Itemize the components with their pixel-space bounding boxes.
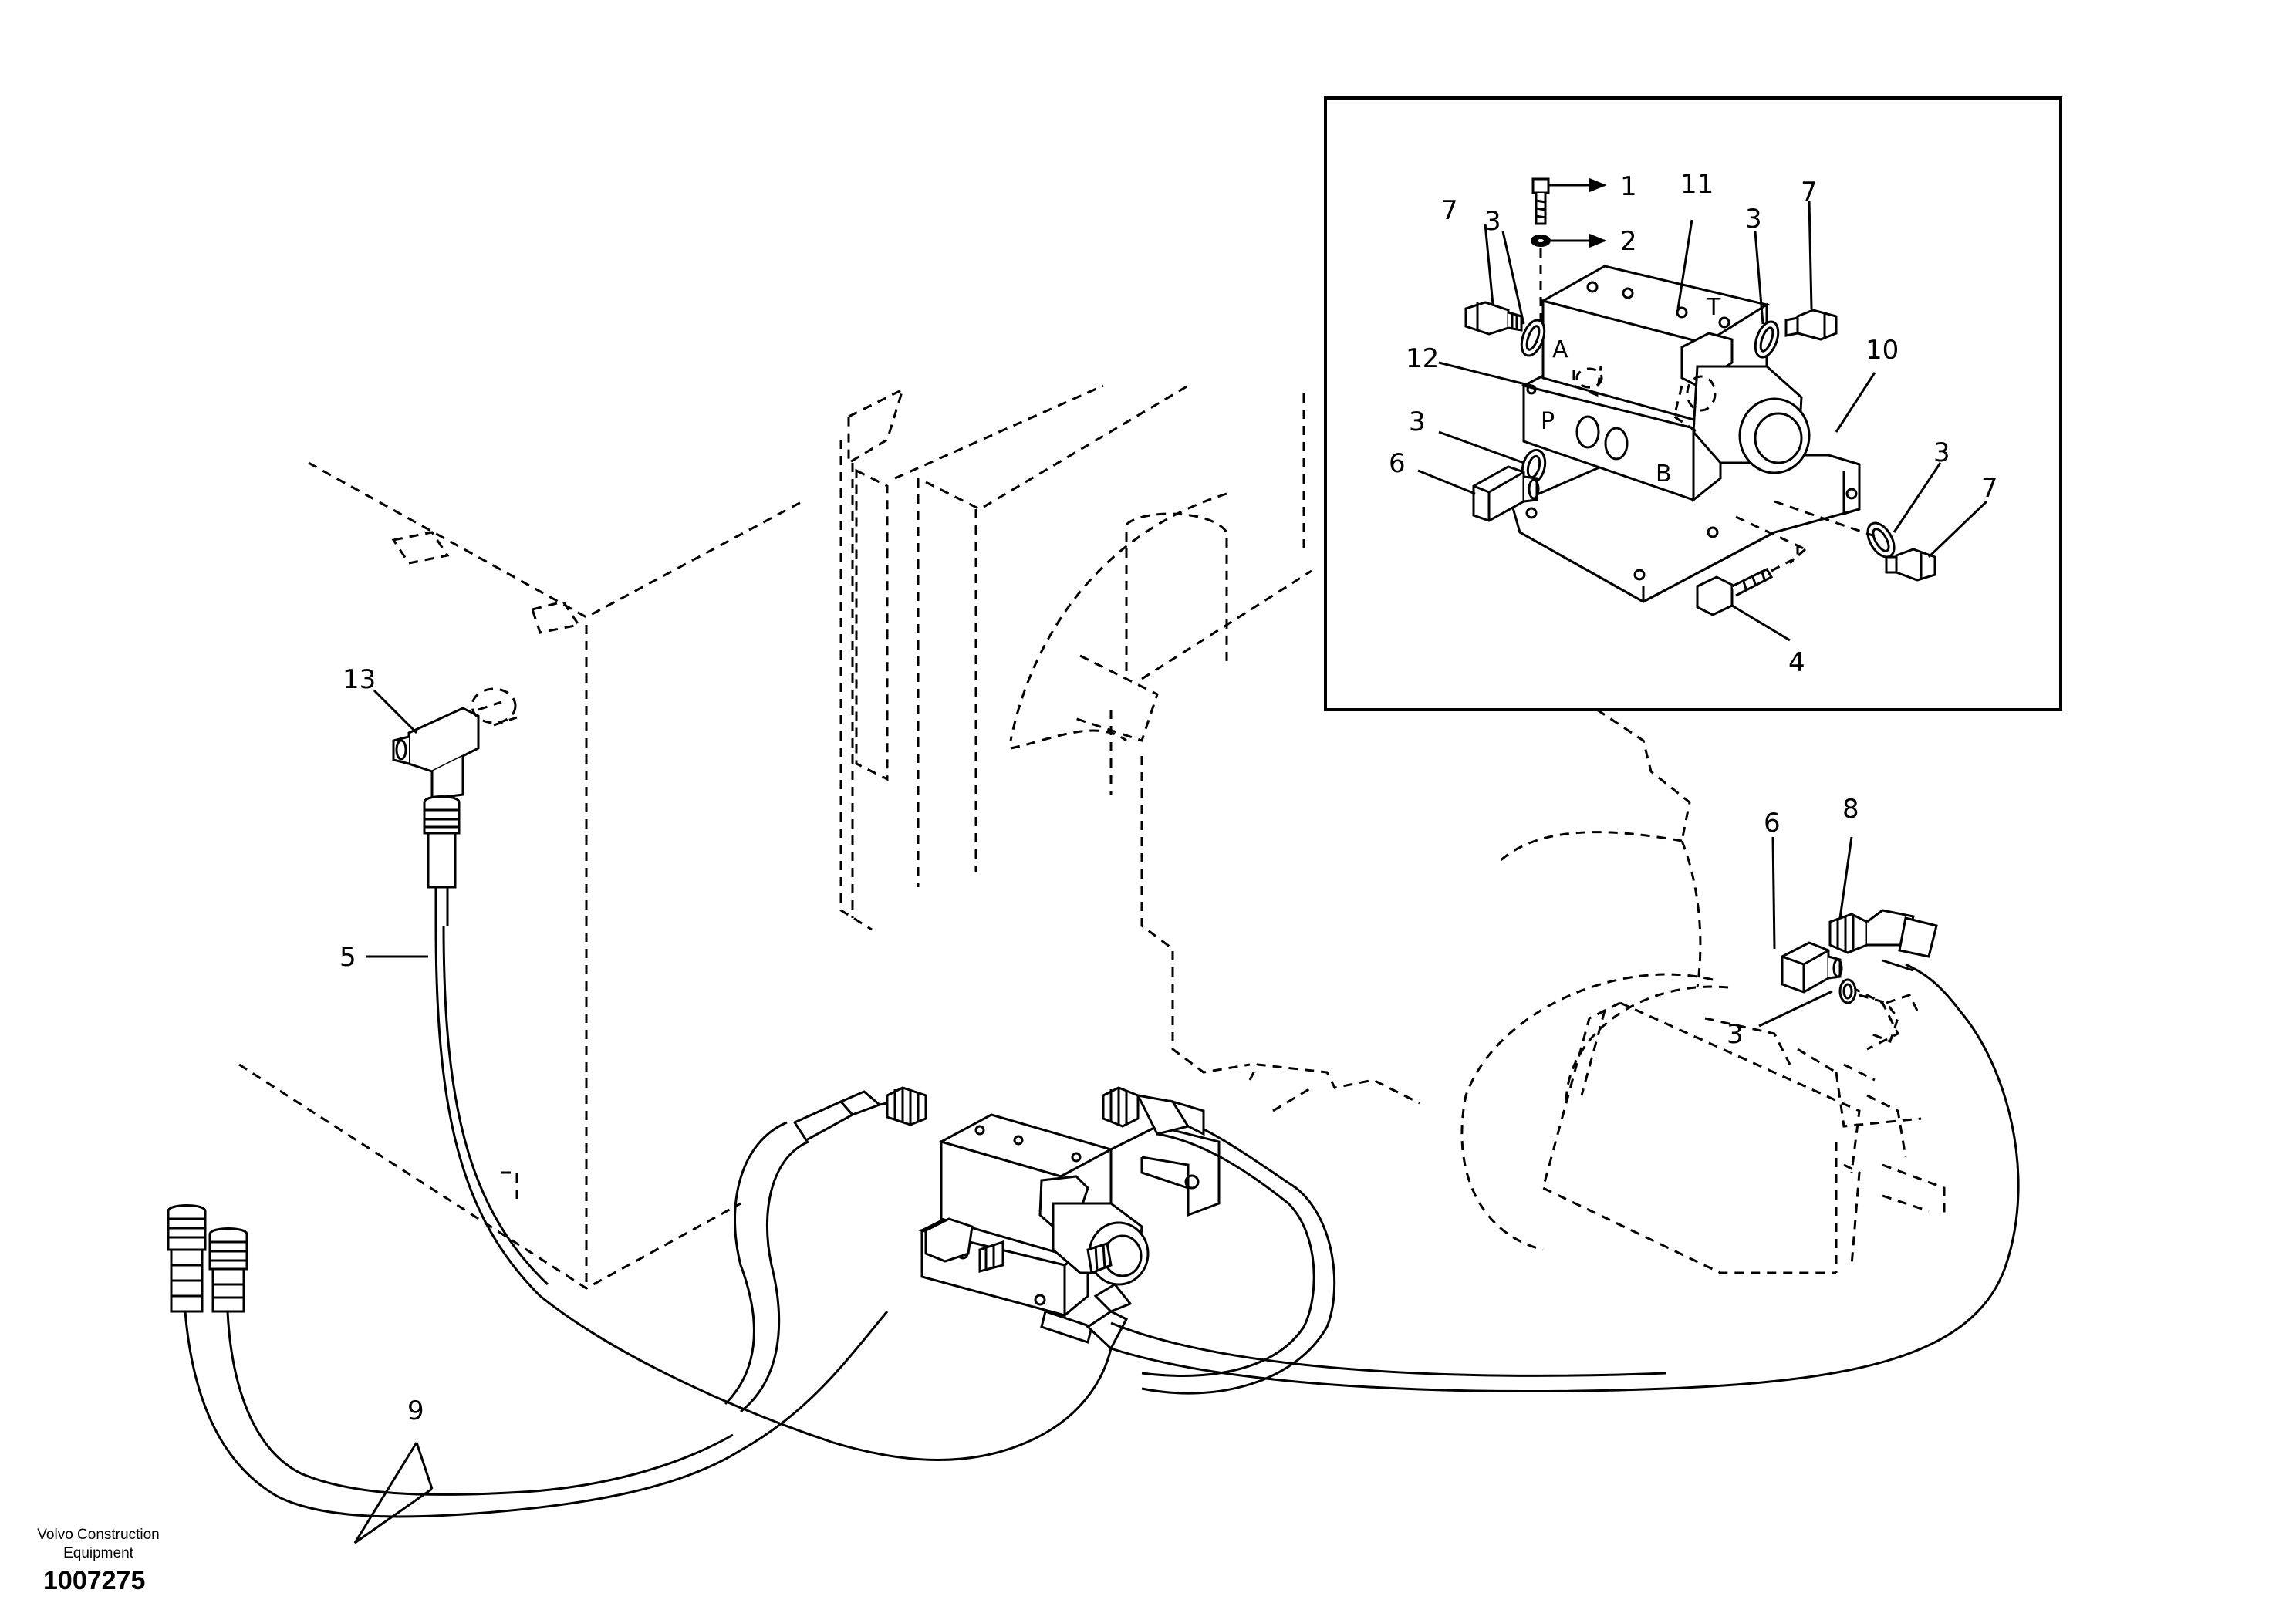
solenoid-coil <box>1673 332 1811 474</box>
adapter-6-main <box>1781 941 1843 994</box>
document-number: 1007275 <box>43 1566 146 1595</box>
plug-7-bottom-right <box>1774 500 1936 582</box>
plug-7-left <box>1464 301 1523 336</box>
callout-7-top-left: 7 <box>1441 195 1458 226</box>
callout-3-top-right: 3 <box>1745 204 1762 235</box>
callout-2: 2 <box>1620 226 1637 257</box>
leader-lines <box>353 200 1988 1544</box>
o-ring-3-main <box>1838 978 1919 1043</box>
machine-body-outline <box>238 384 1946 1290</box>
hose-assembly <box>184 925 2020 1518</box>
callout-3-right: 3 <box>1933 437 1950 468</box>
manufacturer-label: Volvo Construction Equipment <box>15 1526 181 1563</box>
o-ring-3-top-left <box>1520 319 1546 357</box>
plug-7-top-right <box>1784 309 1838 341</box>
valve-assembly-main <box>918 1113 1221 1318</box>
hose-end-left-2 <box>208 1227 248 1313</box>
callout-3-mid-left: 3 <box>1409 407 1426 437</box>
callout-10: 10 <box>1866 335 1899 366</box>
port-p: P <box>1541 408 1555 435</box>
elbow-8 <box>1828 909 1938 958</box>
hose-end-left-1 <box>167 1204 207 1313</box>
bolt-4 <box>1696 540 1799 616</box>
detail-inset-frame <box>1324 96 2062 711</box>
callout-12: 12 <box>1406 343 1439 374</box>
port-b: B <box>1656 461 1672 488</box>
hose-5 <box>423 795 461 926</box>
port-a: A <box>1552 336 1568 363</box>
tee-fitting-13 <box>392 687 518 800</box>
callout-numbers: 1 2 11 7 3 3 7 10 12 3 6 3 7 4 13 5 6 8 … <box>339 169 1998 1426</box>
callout-4: 4 <box>1788 647 1805 678</box>
o-ring-3-right <box>1866 521 1896 559</box>
callout-6-main: 6 <box>1764 808 1781 839</box>
o-ring-3-top-right <box>1754 320 1780 359</box>
fittings-valve-main <box>886 1086 1140 1275</box>
callout-9: 9 <box>407 1396 424 1426</box>
callout-3-main: 3 <box>1727 1019 1744 1050</box>
screw-1 <box>1531 177 1607 225</box>
callout-13: 13 <box>343 664 376 695</box>
adapter-6-inset <box>1472 465 1540 522</box>
callout-6-inset: 6 <box>1389 448 1406 479</box>
manufacturer-line-1: Volvo Construction <box>37 1527 160 1543</box>
callout-5: 5 <box>339 942 356 973</box>
port-t: T <box>1706 294 1721 321</box>
callout-3-top-left: 3 <box>1484 206 1501 237</box>
callout-7-top-right: 7 <box>1801 177 1818 208</box>
callout-11: 11 <box>1680 169 1714 200</box>
callout-7-bottom-right: 7 <box>1981 473 1998 504</box>
washer-2 <box>1531 233 1607 324</box>
callout-1: 1 <box>1620 171 1637 202</box>
manufacturer-line-2: Equipment <box>63 1545 133 1561</box>
port-letters: A T P B <box>1541 294 1721 488</box>
callout-8: 8 <box>1842 794 1859 825</box>
